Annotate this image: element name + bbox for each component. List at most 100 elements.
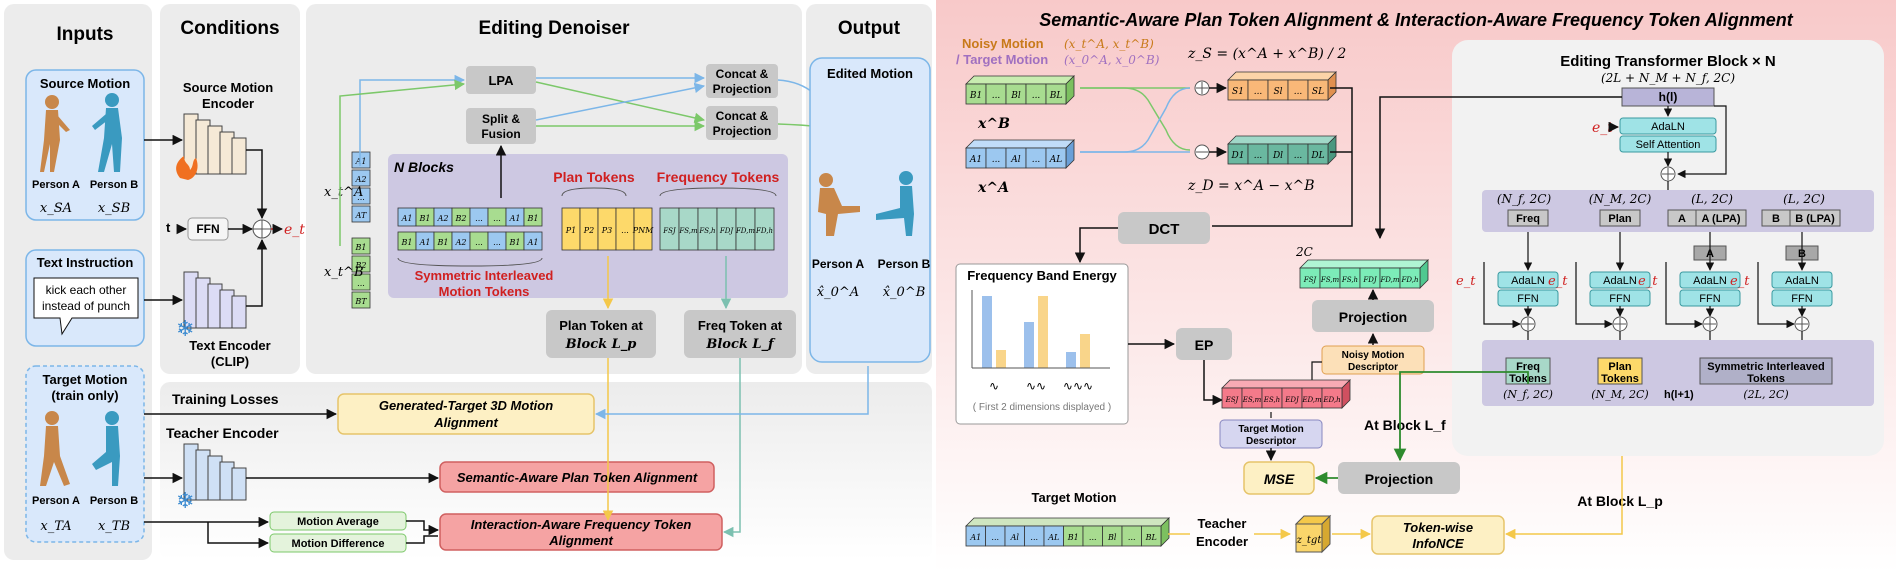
x-a-cell-label: AL: [1049, 155, 1062, 165]
source-person-b-figure: [92, 93, 122, 172]
target-motion-bottom-label: Target Motion: [1032, 490, 1117, 505]
teacher-encoder-line-1: Teacher: [1198, 516, 1247, 531]
stack-b-cell-label: B1: [355, 243, 367, 252]
source-person-a-label: Person A: [32, 179, 80, 191]
interleave-bottom-cell-label: A1: [527, 238, 539, 247]
z-d-token-row: D1...Dl...DL: [1227, 135, 1337, 165]
lpa-label: LPA: [488, 73, 514, 88]
text-encoder-label-2: (CLIP): [211, 354, 249, 369]
freq-token-cell-label: FS,h: [698, 227, 715, 235]
motion-average-label: Motion Average: [297, 516, 379, 528]
transformer-block-title: Editing Transformer Block × N: [1560, 53, 1775, 70]
interaction-loss-line-1: Interaction-Aware Frequency Token: [471, 517, 692, 532]
interleave-bottom-cell-label: B1: [437, 238, 449, 247]
plan-token-cell-label: P1: [565, 226, 576, 235]
x-a-cell-label: A1: [969, 155, 982, 165]
z-tgt-cube: [1294, 514, 1332, 554]
semantic-loss-box: [439, 461, 715, 493]
b-head-label: B: [1772, 213, 1780, 225]
plan-tokens-out-line-1: Plan: [1608, 361, 1632, 373]
plan-token-cell-label: PNM: [632, 226, 654, 235]
proj-top-face: [1299, 259, 1429, 269]
concat-projection-box-2: [706, 106, 778, 140]
energy-cell-label: ESJ: [1225, 396, 1240, 404]
freq-token-block-line-1: Freq Token at: [698, 318, 783, 333]
teacher-encoder-label: Teacher Encoder: [166, 425, 279, 441]
noisy-desc-line-2: Descriptor: [1348, 362, 1398, 373]
fbe-bars: [971, 290, 1110, 369]
plan-token-cell-label: ...: [621, 226, 629, 235]
edited-motion-box: [809, 57, 931, 363]
output-person-b-figure: [876, 171, 914, 236]
stack-a-cell-label: AT: [355, 211, 367, 220]
interleave-top-cell-label: B1: [419, 214, 431, 223]
projection-bottom-label: Projection: [1365, 471, 1433, 487]
interaction-loss-box: [439, 513, 723, 551]
self-attention-label: Self Attention: [1636, 139, 1701, 151]
frequency-tokens-label: Frequency Tokens: [657, 169, 780, 185]
interleave-bottom-cell-label: ...: [475, 238, 483, 247]
noisy-motion-descriptor-box: [1321, 345, 1425, 375]
ffn-col-et: e_t: [1638, 274, 1658, 289]
semantic-loss-label: Semantic-Aware Plan Token Alignment: [457, 470, 698, 485]
x-a-top-face: [965, 139, 1075, 149]
train-only-label: (train only): [51, 388, 118, 403]
bottom-row-cell-label: ...: [1089, 533, 1097, 542]
bottom-row-top-face: [965, 517, 1170, 527]
ffn-col-ffn-label: FFN: [1791, 293, 1812, 305]
bottom-row-cell-label: ...: [1030, 533, 1038, 542]
interleave-top-cell-label: ...: [493, 214, 501, 223]
bottom-row-cell: [1141, 525, 1162, 547]
infonce-box: [1371, 515, 1505, 555]
x-b-symbol: x^B: [977, 116, 1010, 132]
text-instruction-label: Text Instruction: [37, 255, 134, 270]
stack-b-cell: [351, 273, 371, 291]
target-desc-line-1: Target Motion: [1238, 424, 1303, 435]
target-motion-sub-symbol: (x_0^A, x_0^B): [1064, 53, 1160, 67]
noisy-motion-symbol: (x_t^A, x_t^B): [1064, 37, 1154, 51]
plan-tokens-label: Plan Tokens: [553, 169, 635, 185]
target-motion-label: Target Motion: [43, 372, 128, 387]
proj-cell-label: FD,m: [1379, 276, 1399, 284]
interleave-bottom-cell-label: B1: [401, 238, 413, 247]
freq-token-at-block-box: [684, 310, 796, 358]
x-a-token-row: A1...Al...AL: [965, 139, 1075, 169]
freq-token-cell-label: FS,m: [678, 227, 698, 235]
conditions-title: Conditions: [180, 18, 279, 39]
output-title: Output: [838, 18, 901, 39]
z-s-cell-label: ...: [1254, 87, 1263, 97]
energy-cell-label: ES,h: [1263, 396, 1280, 404]
at-block-lp-label: At Block L_p: [1577, 493, 1663, 509]
z-s-cell-label: SL: [1312, 87, 1324, 97]
plan-token-block-line-2: Block L_p: [565, 337, 637, 352]
ffn-col-adaln-box: [1589, 271, 1651, 289]
x-b-cell-label: ...: [992, 91, 1001, 101]
target-person-b-label: Person B: [90, 495, 138, 507]
plan-token-cell: [633, 207, 653, 251]
split-fusion-box: [466, 108, 536, 144]
ffn-col-adaln-box: [1497, 271, 1559, 289]
ffn-col-adaln-label: AdaLN: [1511, 275, 1545, 287]
proj-cell: [1399, 267, 1421, 289]
x-b-cell-label: ...: [1032, 91, 1041, 101]
target-person-b-figure: [92, 411, 120, 486]
energy-top-face: [1221, 379, 1351, 389]
freq-token-cell-label: FD,h: [755, 227, 773, 235]
stack-b-cell: [351, 237, 371, 255]
source-motion-label: Source Motion: [40, 76, 130, 91]
at-block-lf-label: At Block L_f: [1364, 417, 1446, 433]
energy-cell-label: ED,h: [1322, 396, 1340, 404]
x-t-b-symbol: x_t^B: [324, 265, 364, 280]
ffn-col-adaln-box: [1771, 271, 1833, 289]
interleave-bottom-cell-label: A1: [419, 238, 431, 247]
energy-cell-label: EDJ: [1284, 396, 1300, 404]
interleave-top-cell-label: B1: [527, 214, 539, 223]
x-b-top-face: [965, 75, 1075, 85]
plan-token-at-block-box: [546, 310, 656, 358]
freq-head-label: Freq: [1516, 213, 1540, 225]
sym-tokens-out-line-1: Symmetric Interleaved: [1707, 361, 1824, 373]
interleave-top-cell-label: A1: [401, 214, 413, 223]
